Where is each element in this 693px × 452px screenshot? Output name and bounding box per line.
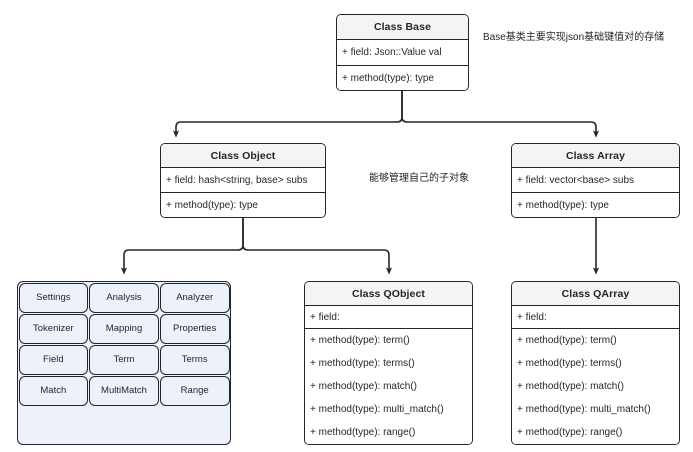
class-title-array: Class Array (512, 144, 679, 168)
class-method-qarray-1: + method(type): terms() (512, 352, 679, 375)
class-title-object: Class Object (161, 144, 325, 168)
subclass-grid-row: Settings Analysis Analyzer (18, 282, 230, 313)
edge-base-to-array (401, 91, 600, 138)
class-box-array[interactable]: Class Array + field: vector<base> subs +… (511, 143, 680, 218)
subclass-tile-range[interactable]: Range (159, 375, 230, 406)
subclass-grid-empty-row (18, 406, 230, 440)
subclass-tile-terms[interactable]: Terms (159, 344, 230, 375)
class-method-object-0: + method(type): type (161, 193, 325, 217)
class-method-qarray-0: + method(type): term() (512, 329, 679, 352)
class-method-qarray-3: + method(type): multi_match() (512, 398, 679, 421)
class-field-qarray-0: + field: (512, 306, 679, 329)
class-field-array-0: + field: vector<base> subs (512, 168, 679, 193)
class-box-object[interactable]: Class Object + field: hash<string, base>… (160, 143, 326, 218)
class-box-qobject[interactable]: Class QObject + field: + method(type): t… (304, 281, 473, 445)
subclass-tile-term[interactable]: Term (89, 344, 159, 375)
subclass-tile-analyzer[interactable]: Analyzer (159, 282, 230, 313)
edge-object-to-grid (120, 218, 244, 275)
subclass-tile-properties[interactable]: Properties (159, 313, 230, 344)
subclass-grid-row: Field Term Terms (18, 344, 230, 375)
subclass-tile-field[interactable]: Field (18, 344, 89, 375)
subclass-tile-mapping[interactable]: Mapping (89, 313, 159, 344)
class-method-qobject-3: + method(type): multi_match() (305, 398, 472, 421)
class-method-base-0: + method(type): type (337, 66, 468, 90)
note-object: 能够管理自己的子对象 (369, 173, 469, 184)
class-field-qobject-0: + field: (305, 306, 472, 329)
class-method-qobject-4: + method(type): range() (305, 421, 472, 444)
class-title-qarray: Class QArray (512, 282, 679, 306)
subclass-tile-match[interactable]: Match (18, 375, 89, 406)
class-method-qobject-0: + method(type): term() (305, 329, 472, 352)
edge-object-to-qobject (242, 218, 393, 275)
edge-base-to-object (172, 91, 403, 138)
subclass-tile-tokenizer[interactable]: Tokenizer (18, 313, 89, 344)
class-field-object-0: + field: hash<string, base> subs (161, 168, 325, 193)
subclass-grid-row: Tokenizer Mapping Properties (18, 313, 230, 344)
class-method-qobject-2: + method(type): match() (305, 375, 472, 398)
note-base: Base基类主要实现json基础键值对的存储 (483, 32, 665, 43)
subclass-tile-multimatch[interactable]: MultiMatch (89, 375, 159, 406)
class-title-qobject: Class QObject (305, 282, 472, 306)
class-method-qarray-4: + method(type): range() (512, 421, 679, 444)
class-field-base-0: + field: Json::Value val (337, 40, 468, 66)
subclass-grid-row: Match MultiMatch Range (18, 375, 230, 406)
class-method-qarray-2: + method(type): match() (512, 375, 679, 398)
class-box-qarray[interactable]: Class QArray + field: + method(type): te… (511, 281, 680, 445)
subclass-grid: Settings Analysis Analyzer Tokenizer Map… (17, 281, 231, 445)
subclass-tile-analysis[interactable]: Analysis (89, 282, 159, 313)
subclass-tile-settings[interactable]: Settings (18, 282, 89, 313)
class-title-base: Class Base (337, 15, 468, 40)
class-method-qobject-1: + method(type): terms() (305, 352, 472, 375)
class-method-array-0: + method(type): type (512, 193, 679, 217)
class-box-base[interactable]: Class Base + field: Json::Value val + me… (336, 14, 469, 91)
